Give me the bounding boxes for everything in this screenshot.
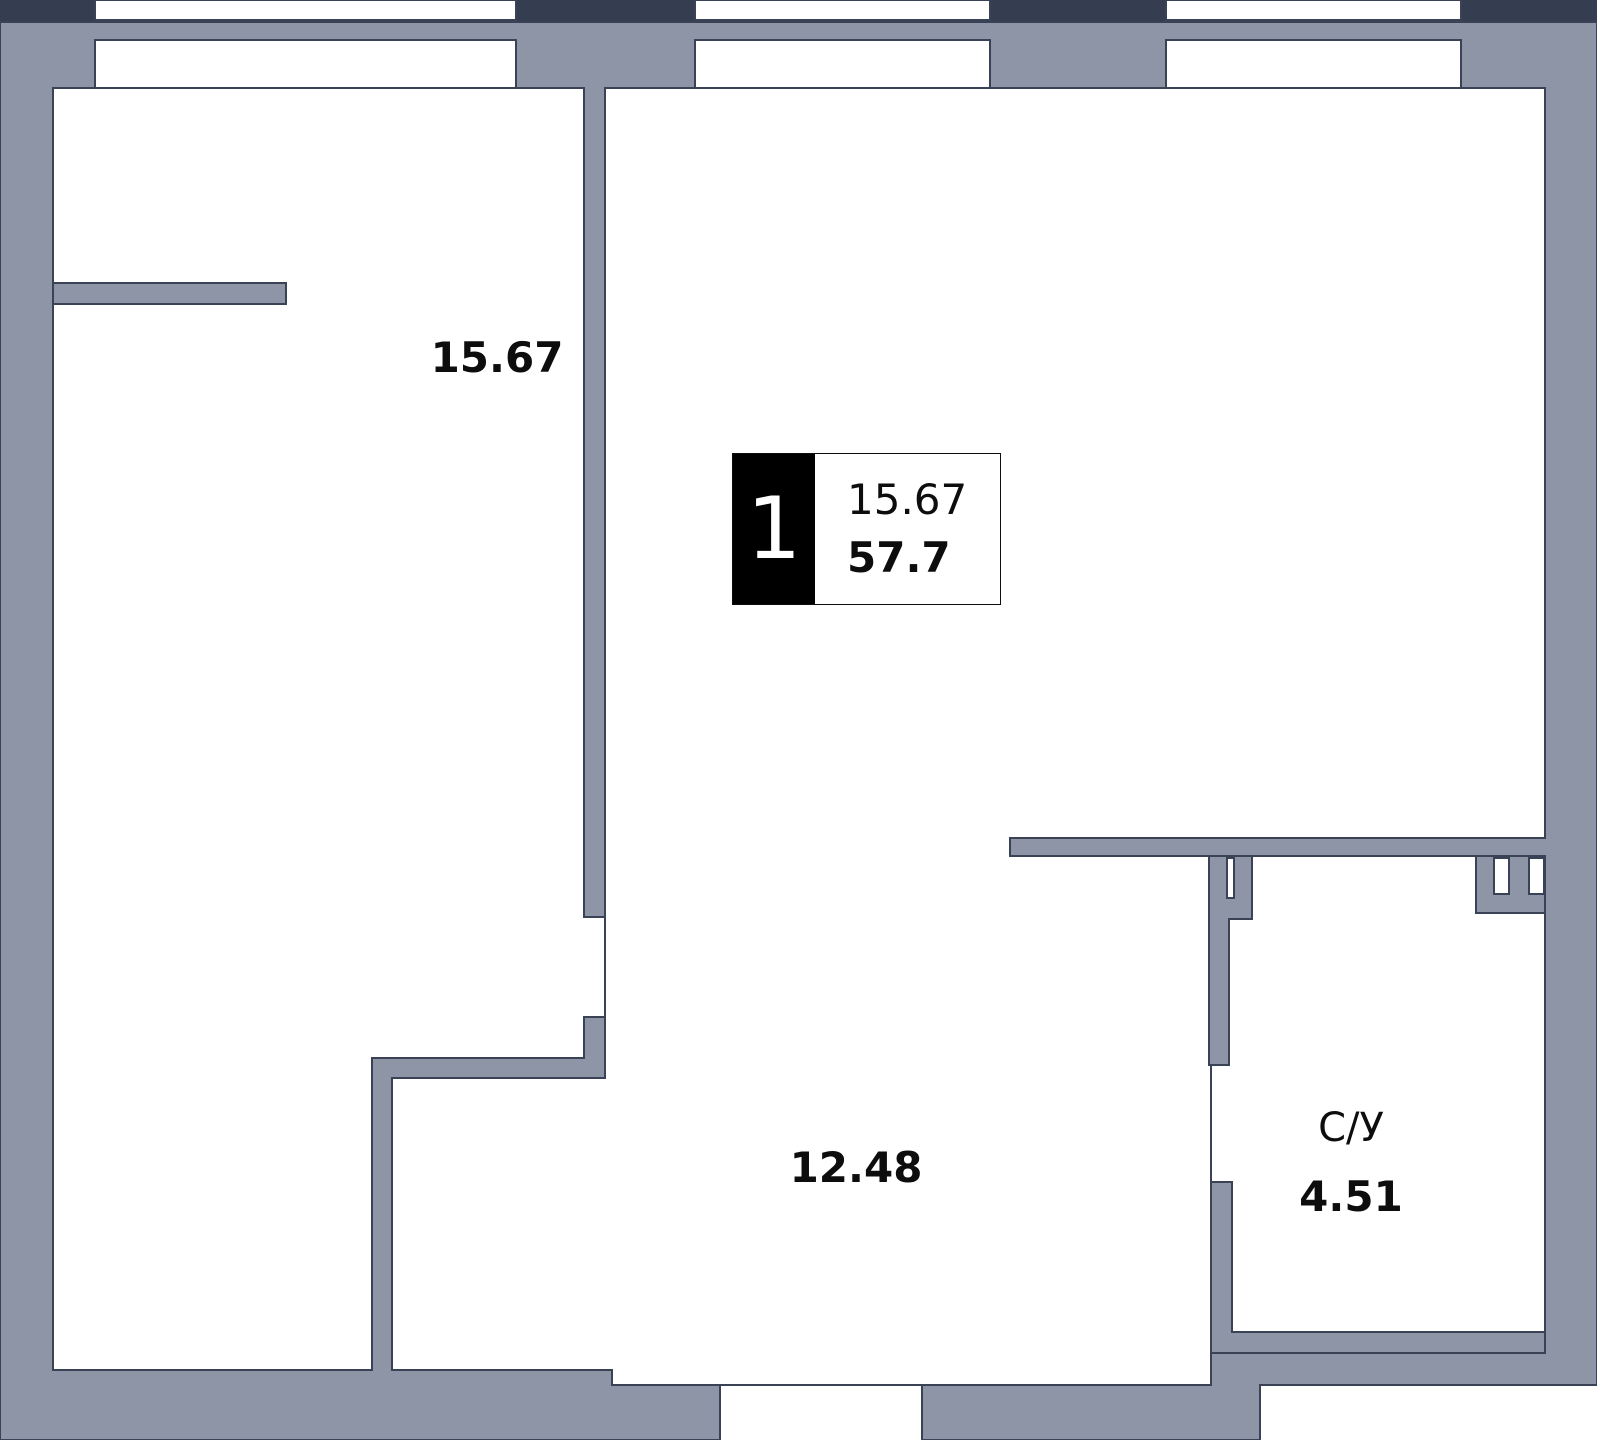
bedroom-area-label: 15.67: [431, 333, 564, 382]
window-3-inner: [1165, 39, 1462, 89]
duct-3b: [1528, 857, 1545, 895]
total-area-value: 57.7: [847, 533, 951, 582]
window-2-inner: [694, 39, 991, 89]
bathroom-floor: [1210, 855, 1546, 1333]
bathroom-partition: [1210, 1181, 1546, 1354]
apartment-summary-badge: 1 15.67 57.7: [732, 453, 1001, 605]
living-area-value: 15.67: [847, 475, 968, 524]
window-2-outer: [694, 0, 991, 21]
window-1-outer: [94, 0, 517, 21]
window-3-outer: [1165, 0, 1462, 21]
bathroom-name-label: С/У: [1318, 1105, 1384, 1151]
area-values: 15.67 57.7: [815, 454, 1000, 604]
bathroom-area-label: 4.51: [1299, 1172, 1403, 1221]
room-count: 1: [733, 454, 815, 604]
hall-area-label: 12.48: [790, 1143, 923, 1192]
window-1-inner: [94, 39, 517, 89]
duct-1b: [1226, 857, 1235, 899]
bedroom-floor: [52, 87, 606, 1371]
duct-2b: [1493, 857, 1510, 895]
